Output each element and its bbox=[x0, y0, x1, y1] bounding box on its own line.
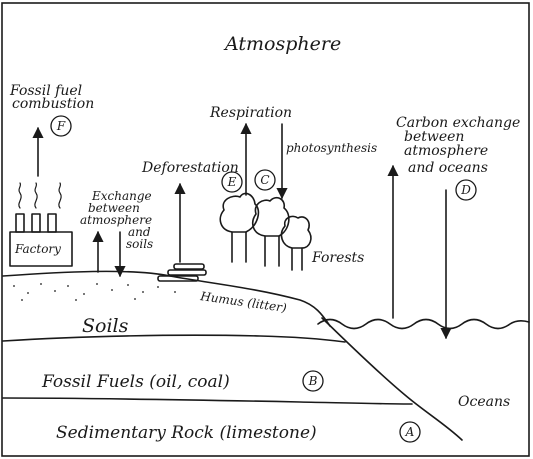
felled-logs bbox=[157, 263, 207, 282]
respiration-label: Respiration bbox=[209, 105, 292, 121]
exchange-label-3: atmosphere bbox=[80, 213, 152, 227]
fossil-fuels-label: Fossil Fuels (oil, coal) bbox=[41, 372, 230, 392]
badge-e: E bbox=[227, 175, 237, 189]
sedimentary-rock-label: Sedimentary Rock (limestone) bbox=[56, 423, 317, 443]
carbon-exchange-label-2: between bbox=[404, 129, 464, 145]
forests-label: Forests bbox=[311, 250, 364, 266]
deforestation-label: Deforestation bbox=[141, 160, 239, 176]
badge-c-circle bbox=[254, 169, 276, 191]
factory bbox=[9, 182, 73, 267]
soil-texture bbox=[13, 283, 176, 301]
ocean-surface bbox=[317, 318, 530, 330]
fossil-fuel-boundary bbox=[2, 397, 413, 405]
badge-f: F bbox=[56, 119, 66, 133]
exchange-label-5: soils bbox=[126, 237, 153, 251]
badge-d-circle bbox=[455, 179, 477, 201]
humus-label: Humus (litter) bbox=[199, 289, 288, 315]
exchange-label-1: Exchange bbox=[91, 189, 152, 203]
land-surface bbox=[2, 270, 331, 327]
badge-a-circle bbox=[399, 421, 421, 443]
forest-trees bbox=[219, 192, 312, 271]
exchange-label-4: and bbox=[128, 225, 151, 239]
soil-boundary bbox=[2, 334, 346, 343]
badge-b: B bbox=[308, 374, 318, 388]
badge-d: D bbox=[460, 183, 471, 197]
continental-slope bbox=[321, 317, 463, 441]
badge-b-circle bbox=[302, 370, 324, 392]
atmosphere-label: Atmosphere bbox=[223, 33, 341, 55]
exchange-label-2: between bbox=[88, 201, 140, 215]
badge-f-circle bbox=[50, 115, 72, 137]
carbon-exchange-label-4: and oceans bbox=[408, 160, 488, 176]
photosynthesis-label: photosynthesis bbox=[286, 141, 377, 155]
fossil-fuel-combustion-label: Fossil fuel bbox=[9, 83, 82, 99]
carbon-exchange-label-1: Carbon exchange bbox=[396, 115, 520, 131]
badge-c: C bbox=[260, 173, 269, 187]
badge-e-circle bbox=[221, 171, 243, 193]
soils-label: Soils bbox=[82, 315, 129, 337]
oceans-label: Oceans bbox=[458, 394, 510, 410]
carbon-exchange-label-3: atmosphere bbox=[404, 143, 488, 159]
factory-label: Factory bbox=[14, 242, 61, 256]
badge-a: A bbox=[405, 425, 415, 439]
fossil-fuel-combustion-label-2: combustion bbox=[12, 96, 94, 112]
